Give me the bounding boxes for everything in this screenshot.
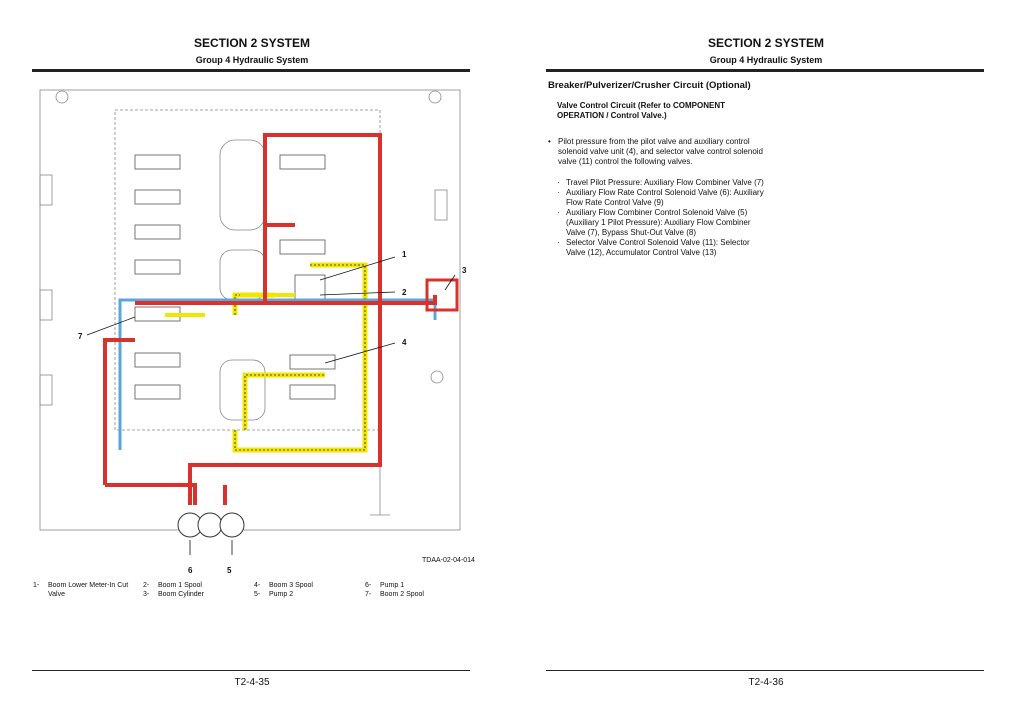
callout-4: 4 xyxy=(402,338,407,347)
sub-item: ·Travel Pilot Pressure: Auxiliary Flow C… xyxy=(557,178,764,187)
left-section-title: SECTION 2 SYSTEM xyxy=(193,36,311,50)
legend-item-2: 2-Boom 1 Spool xyxy=(143,582,202,589)
sub-item: ·Auxiliary Flow Rate Control Solenoid Va… xyxy=(557,188,764,207)
valve-control-subheading: Valve Control Circuit (Refer to COMPONEN… xyxy=(557,101,726,120)
legend-item-7: 7-Boom 2 Spool xyxy=(365,591,424,598)
callout-6: 6 xyxy=(188,566,193,575)
legend-item-5: 5-Pump 2 xyxy=(254,591,294,598)
diagram-linework xyxy=(39,89,461,531)
callout-leaders xyxy=(86,256,456,555)
right-group-title: Group 4 Hydraulic System xyxy=(709,55,823,65)
legend-item-4: 4-Boom 3 Spool xyxy=(254,582,313,589)
sub-items-list: ·Travel Pilot Pressure: Auxiliary Flow C… xyxy=(557,178,767,258)
right-section-title: SECTION 2 SYSTEM xyxy=(707,36,825,50)
pilot-lines-yellow xyxy=(165,262,368,453)
left-page-number: T2-4-35 xyxy=(234,677,270,688)
callout-7: 7 xyxy=(78,332,83,341)
callout-1: 1 xyxy=(402,250,407,259)
left-header-rule xyxy=(32,69,470,72)
callout-2: 2 xyxy=(402,288,407,297)
high-pressure-lines-red xyxy=(103,133,459,505)
pump-2-icon xyxy=(219,512,245,538)
right-page-number: T2-4-36 xyxy=(748,677,784,688)
right-header-rule xyxy=(546,69,984,72)
circuit-heading: Breaker/Pulverizer/Crusher Circuit (Opti… xyxy=(548,80,751,91)
left-group-title: Group 4 Hydraulic System xyxy=(195,55,309,65)
legend-item-3: 3-Boom Cylinder xyxy=(143,591,204,598)
callout-3: 3 xyxy=(462,266,467,275)
legend-item-1: 1-Boom Lower Meter-In Cut Valve xyxy=(33,582,129,598)
pumps xyxy=(177,512,245,538)
sub-item: ·Selector Valve Control Solenoid Valve (… xyxy=(557,238,750,257)
left-footer-rule xyxy=(32,670,470,671)
legend-item-6: 6-Pump 1 xyxy=(365,582,405,589)
figure-id: TDAA-02-04-014 xyxy=(422,557,475,564)
right-footer-rule xyxy=(546,670,984,671)
sub-item: ·Auxiliary Flow Combiner Control Solenoi… xyxy=(557,208,751,237)
hydraulic-circuit-diagram xyxy=(39,89,461,555)
bullet-item: •Pilot pressure from the pilot valve and… xyxy=(548,137,764,166)
callout-5: 5 xyxy=(227,566,232,575)
